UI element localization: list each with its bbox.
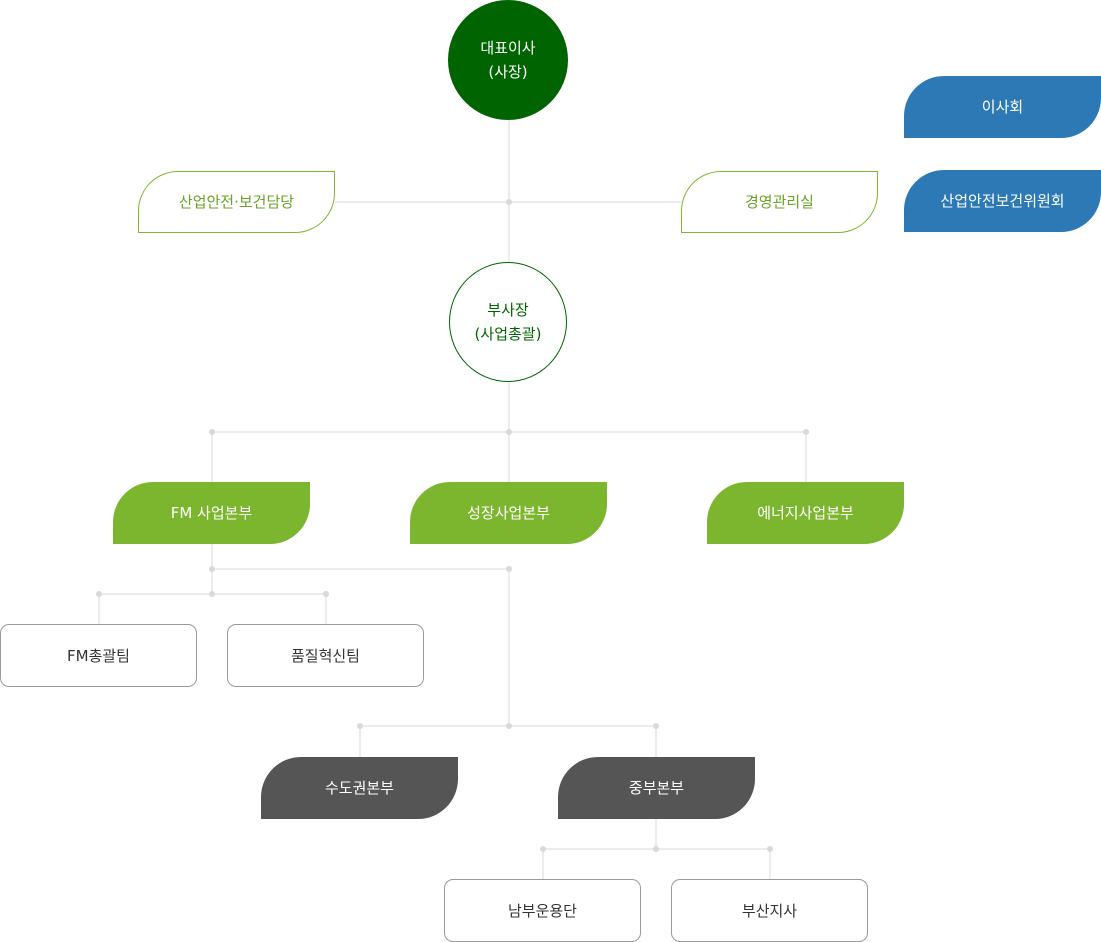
busan-branch-label: 부산지사 [741,901,798,920]
fm-general-team-node: FM총괄팀 [0,624,197,687]
central-region-label: 중부본부 [628,779,685,797]
south-ops-node: 남부운용단 [444,879,641,942]
growth-division-node: 성장사업본부 [410,482,607,544]
junction-dots [96,199,809,852]
fm-general-team-label: FM총괄팀 [67,646,130,665]
ceo-node: 대표이사 (사장) [448,0,568,120]
fm-division-node: FM 사업본부 [113,482,310,544]
quality-team-node: 품질혁신팀 [227,624,424,687]
vp-node: 부사장 (사업총괄) [449,262,567,382]
vp-subtitle: (사업총괄) [474,325,542,343]
ceo-title: 대표이사 [480,39,536,57]
quality-team-label: 품질혁신팀 [290,646,360,665]
safety-committee-label: 산업안전보건위원회 [940,192,1065,210]
vp-title: 부사장 [487,301,529,319]
management-office-node: 경영관리실 [681,171,878,233]
growth-division-label: 성장사업본부 [467,504,550,522]
board-node: 이사회 [904,76,1101,138]
fm-division-label: FM 사업본부 [170,504,253,522]
capital-region-label: 수도권본부 [324,779,394,797]
central-region-node: 중부본부 [558,757,755,819]
safety-officer-node: 산업안전·보건담당 [138,171,335,233]
management-office-label: 경영관리실 [744,193,814,211]
safety-officer-label: 산업안전·보건담당 [178,193,295,211]
south-ops-label: 남부운용단 [507,901,577,920]
busan-branch-node: 부산지사 [671,879,868,942]
energy-division-node: 에너지사업본부 [707,482,904,544]
ceo-subtitle: (사장) [488,63,528,81]
safety-committee-node: 산업안전보건위원회 [904,170,1101,232]
energy-division-label: 에너지사업본부 [757,504,854,522]
capital-region-node: 수도권본부 [261,757,458,819]
board-label: 이사회 [981,98,1024,116]
